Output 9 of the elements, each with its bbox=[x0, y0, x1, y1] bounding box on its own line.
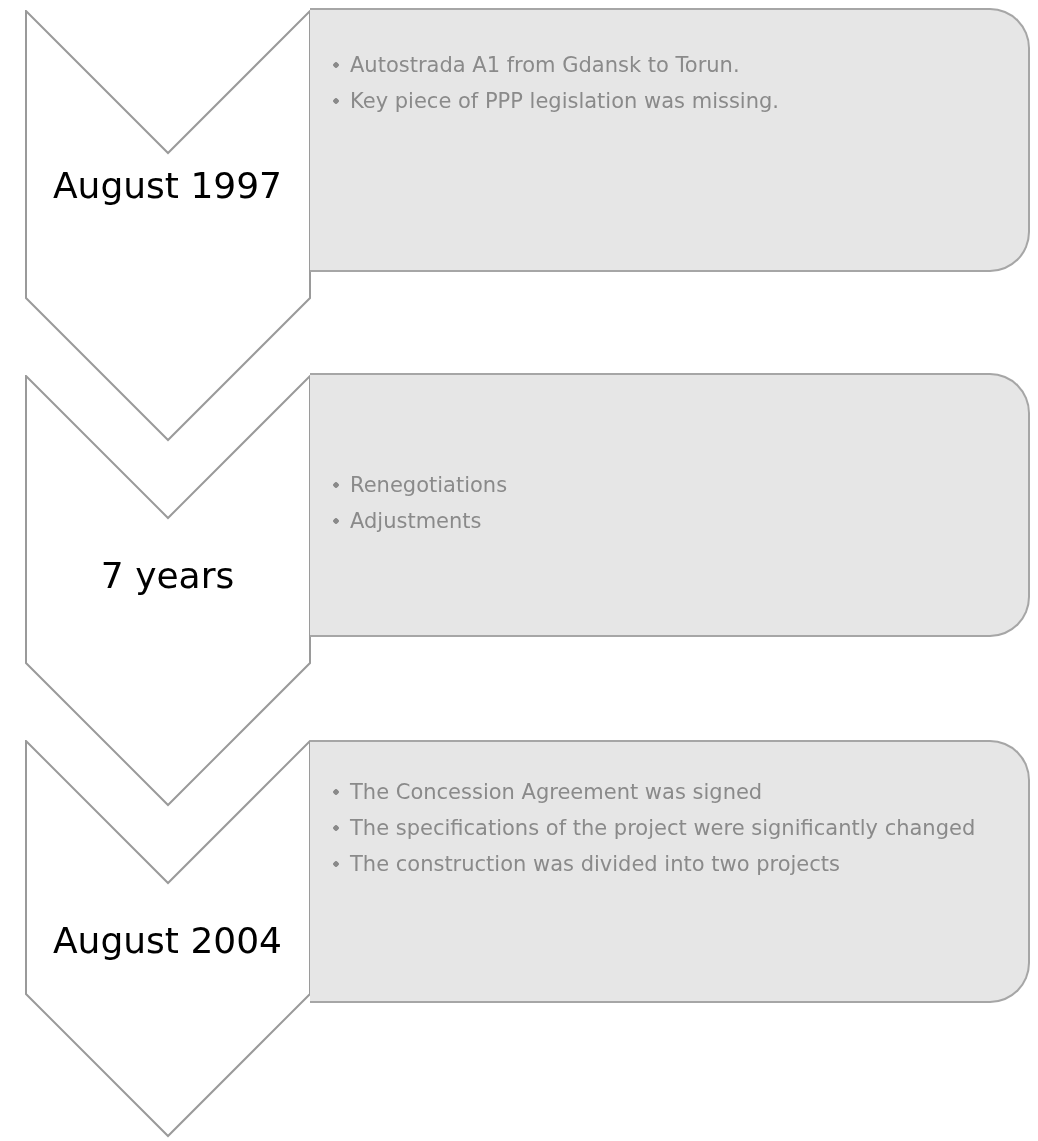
date-panel bbox=[25, 740, 312, 1138]
date-label: August 1997 bbox=[51, 165, 283, 206]
date-panel bbox=[25, 375, 312, 807]
content-panel bbox=[310, 373, 1030, 637]
date-panel bbox=[25, 10, 312, 442]
content-panel bbox=[310, 8, 1030, 272]
date-label: 7 years bbox=[99, 555, 236, 596]
content-panel bbox=[310, 740, 1030, 1003]
date-label: August 2004 bbox=[51, 920, 283, 961]
